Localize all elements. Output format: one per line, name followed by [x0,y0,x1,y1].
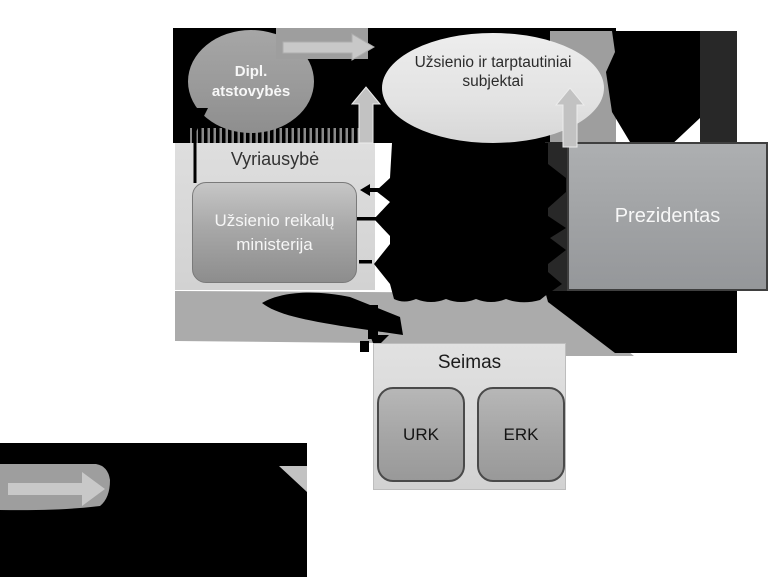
up-arrow-icon-right [554,87,586,148]
black-fragment-1 [368,305,378,339]
black-swoosh-arrow [262,292,403,335]
prezidentas-label: Prezidentas [614,205,721,227]
node-urk: URK [377,387,465,482]
black-fragment-3 [370,335,389,343]
top-right-black-blob [606,31,700,161]
right-arrow-icon [282,33,375,61]
dipl-atstovybes-line2: atstovybės [211,82,291,100]
uzsienio-subjektai-line1: Užsienio ir tarptautiniai [414,54,572,71]
ellipse-shadow-stripes [190,128,372,143]
black-fragment-2 [360,341,369,352]
vyriausybe-label: Vyriausybė [230,149,320,169]
node-uzsienio-reikalu-ministerija: Užsienio reikalų ministerija [192,182,357,283]
dipl-atstovybes-line1: Dipl. [234,62,268,80]
node-erk: ERK [477,387,565,482]
up-arrow-icon-left [350,86,382,144]
down-arrow-line [193,130,197,183]
connector-line [357,217,381,221]
urm-line1: Užsienio reikalų [214,210,335,230]
erk-label: ERK [503,424,539,444]
connector-dash [359,260,372,264]
node-prezidentas: Prezidentas [567,142,768,291]
central-black-connector-blob [374,143,566,303]
seimas-label: Seimas [437,352,502,373]
legend-gray-notch [279,466,307,492]
down-arrowhead-icon [182,108,208,134]
urm-line2: ministerija [236,234,313,254]
legend-gray-arrow-icon [8,472,105,506]
left-arrow-connector-icon [360,184,380,196]
urk-label: URK [403,424,439,444]
uzsienio-subjektai-line2: subjektai [462,73,524,90]
under-prezidentas-black-region [545,291,737,353]
top-right-dark-rect [700,31,737,143]
